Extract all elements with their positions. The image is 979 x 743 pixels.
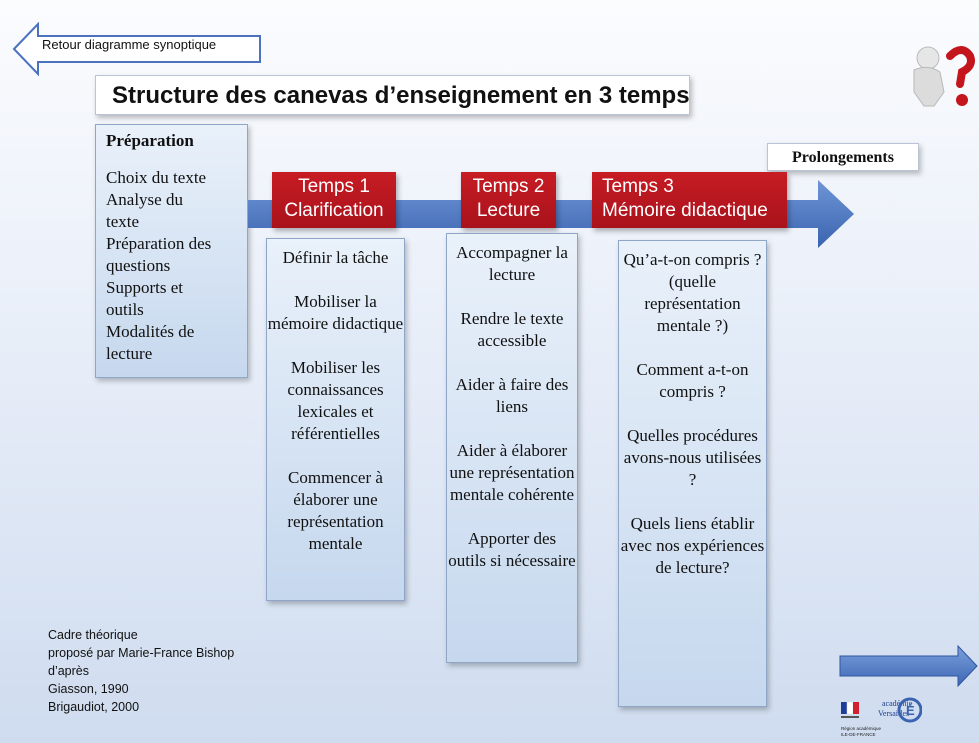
temps1-column: Définir la tâche Mobiliser la mémoire di… — [266, 238, 405, 601]
temps1-item: Mobiliser les connaissances lexicales et… — [287, 358, 384, 443]
credit-line: Brigaudiot, 2000 — [48, 700, 140, 714]
temps2-name: Lecture — [476, 200, 541, 221]
temps3-item: Quelles procédures avons-nous utilisées … — [623, 426, 762, 489]
temps1-item: Définir la tâche — [282, 248, 389, 267]
credit-line: proposé par Marie-France Bishop — [48, 646, 235, 660]
temps1-item: Mobiliser la mémoire didactique — [267, 292, 404, 333]
svg-text:É: É — [906, 703, 915, 718]
credit-line: Giasson, 1990 — [48, 682, 129, 696]
credit-text: Cadre théorique proposé par Marie-France… — [48, 626, 234, 716]
temps3-item: Qu’a-t-on compris ? (quelle représentati… — [623, 250, 762, 335]
preparation-item: Préparation des — [106, 234, 212, 253]
temps2-item: Aider à faire des liens — [455, 375, 569, 416]
back-label: Retour diagramme synoptique — [42, 37, 217, 52]
temps2-item: Aider à élaborer une représentation ment… — [449, 441, 575, 504]
preparation-box: Préparation Choix du texte Analyse du te… — [95, 124, 248, 378]
preparation-title: Préparation — [106, 131, 194, 150]
temps1-number: Temps 1 — [298, 176, 370, 197]
temps2-number: Temps 2 — [472, 176, 545, 197]
preparation-item: Supports et — [106, 278, 183, 297]
temps3-item: Comment a-t-on compris ? — [636, 360, 749, 401]
temps1-header: Temps 1 Clarification — [272, 172, 396, 228]
left-arrow-icon — [12, 22, 261, 76]
credit-line: Cadre théorique — [48, 628, 138, 642]
temps1-item: Commencer à élaborer une représentation … — [287, 468, 384, 553]
next-arrow-button[interactable] — [838, 645, 978, 687]
temps2-item: Rendre le texte accessible — [460, 309, 564, 350]
preparation-item: Choix du texte — [106, 168, 207, 187]
temps2-item: Apporter des outils si nécessaire — [448, 529, 576, 570]
preparation-item: questions — [106, 256, 171, 275]
prolongements-label: Prolongements — [767, 143, 919, 171]
temps3-name: Mémoire didactique — [602, 200, 768, 221]
credit-line: d’après — [48, 664, 89, 678]
thinking-figure-icon — [913, 46, 975, 107]
temps3-header: Temps 3 Mémoire didactique — [592, 172, 787, 228]
temps3-number: Temps 3 — [602, 176, 674, 197]
preparation-item: texte — [106, 212, 140, 231]
temps2-header: Temps 2 Lecture — [461, 172, 556, 228]
back-to-synoptic-button[interactable]: Retour diagramme synoptique — [12, 22, 262, 76]
preparation-item: Analyse du — [106, 190, 183, 209]
logo-region: Région académique — [841, 726, 882, 731]
preparation-item: outils — [106, 300, 144, 319]
academie-versailles-logo: académie Versailles É Région académique … — [841, 697, 922, 737]
temps1-name: Clarification — [284, 200, 384, 221]
temps3-column: Qu’a-t-on compris ? (quelle représentati… — [618, 240, 767, 707]
logo-text-versailles: Versailles — [878, 709, 909, 718]
page-title: Structure des canevas d’enseignement en … — [95, 75, 690, 115]
logo-region2: ILE-DE-FRANCE — [841, 732, 876, 737]
temps2-column: Accompagner la lecture Rendre le texte a… — [446, 233, 578, 663]
temps3-item: Quels liens établir avec nos expériences… — [620, 514, 765, 577]
preparation-item: lecture — [106, 344, 153, 363]
preparation-item: Modalités de — [106, 322, 195, 341]
temps2-item: Accompagner la lecture — [456, 243, 568, 284]
logo-text-academie: académie — [882, 699, 913, 708]
